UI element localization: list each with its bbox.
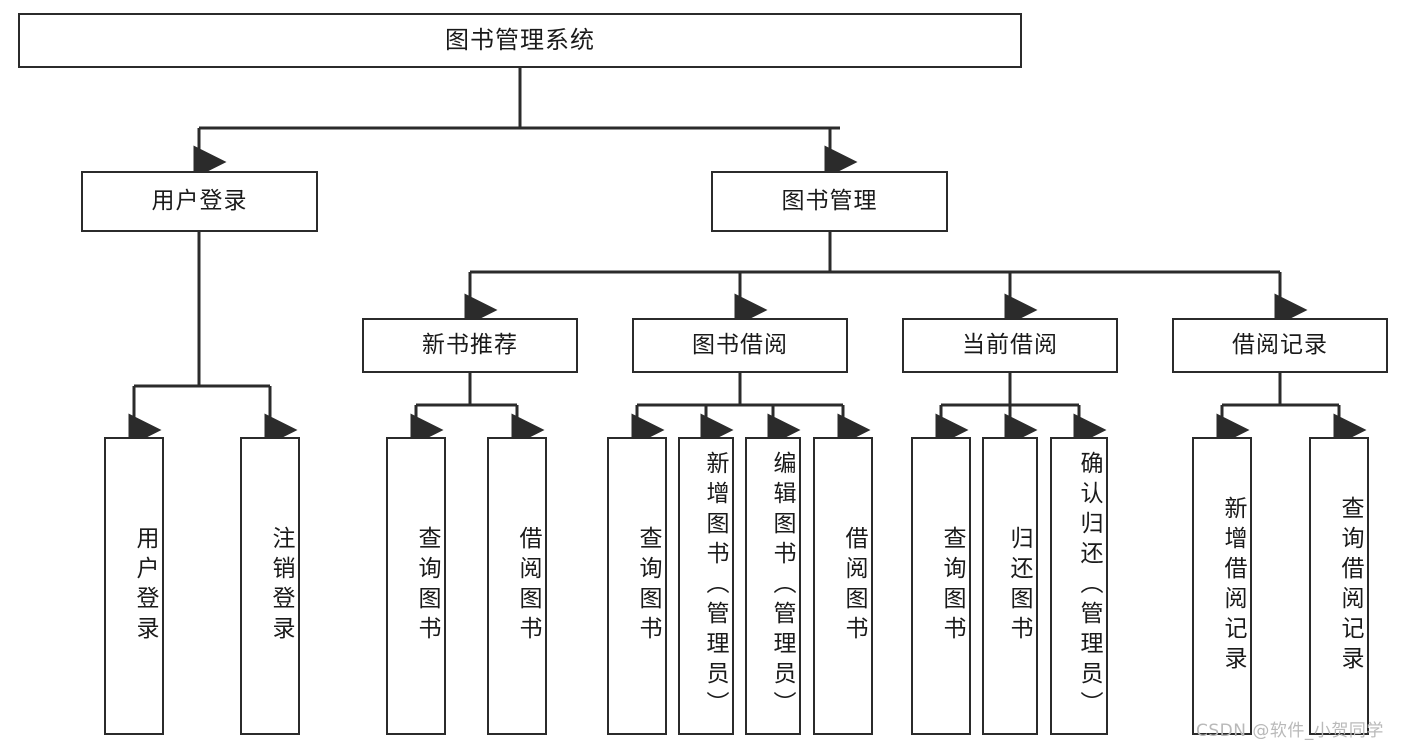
- csdn-watermark: CSDN @软件_小贺同学: [1196, 721, 1384, 741]
- leaf-logout-login[interactable]: 注销登录: [240, 437, 300, 735]
- node-new-book-recommend[interactable]: 新书推荐: [362, 318, 578, 373]
- node-current-borrow[interactable]: 当前借阅: [902, 318, 1118, 373]
- leaf-borrow-book-2[interactable]: 借阅图书: [813, 437, 873, 735]
- node-label: 图书管理系统: [445, 26, 595, 55]
- node-label: 查询图书: [414, 526, 440, 646]
- node-label: 新增图书（管理员）: [702, 451, 728, 721]
- leaf-edit-book[interactable]: 编辑图书（管理员）: [745, 437, 801, 735]
- node-label: 查询图书: [635, 526, 661, 646]
- node-label: 注销登录: [268, 526, 294, 646]
- leaf-query-book-2[interactable]: 查询图书: [607, 437, 667, 735]
- leaf-return-book[interactable]: 归还图书: [982, 437, 1038, 735]
- node-label: 编辑图书（管理员）: [769, 451, 795, 721]
- node-label: 查询借阅记录: [1337, 496, 1363, 676]
- node-label: 用户登录: [132, 526, 158, 646]
- node-book-borrow[interactable]: 图书借阅: [632, 318, 848, 373]
- node-label: 借阅图书: [841, 526, 867, 646]
- node-book-manage[interactable]: 图书管理: [711, 171, 948, 232]
- node-label: 借阅图书: [515, 526, 541, 646]
- leaf-confirm-return[interactable]: 确认归还（管理员）: [1050, 437, 1108, 735]
- node-label: 图书借阅: [692, 331, 788, 358]
- node-label: 新增借阅记录: [1220, 496, 1246, 676]
- node-label: 归还图书: [1006, 526, 1032, 646]
- leaf-add-book[interactable]: 新增图书（管理员）: [678, 437, 734, 735]
- leaf-user-login[interactable]: 用户登录: [104, 437, 164, 735]
- node-label: 查询图书: [939, 526, 965, 646]
- leaf-borrow-book-1[interactable]: 借阅图书: [487, 437, 547, 735]
- leaf-query-book-1[interactable]: 查询图书: [386, 437, 446, 735]
- node-label: 当前借阅: [962, 331, 1058, 358]
- leaf-query-record[interactable]: 查询借阅记录: [1309, 437, 1369, 735]
- node-label: 新书推荐: [422, 331, 518, 358]
- node-root-book-management-system[interactable]: 图书管理系统: [18, 13, 1022, 68]
- node-label: 确认归还（管理员）: [1076, 451, 1102, 721]
- node-label: 用户登录: [151, 187, 248, 214]
- leaf-add-record[interactable]: 新增借阅记录: [1192, 437, 1252, 735]
- node-label: 图书管理: [781, 187, 878, 214]
- node-user-login[interactable]: 用户登录: [81, 171, 318, 232]
- node-borrow-record[interactable]: 借阅记录: [1172, 318, 1388, 373]
- node-label: 借阅记录: [1232, 331, 1328, 358]
- leaf-query-book-3[interactable]: 查询图书: [911, 437, 971, 735]
